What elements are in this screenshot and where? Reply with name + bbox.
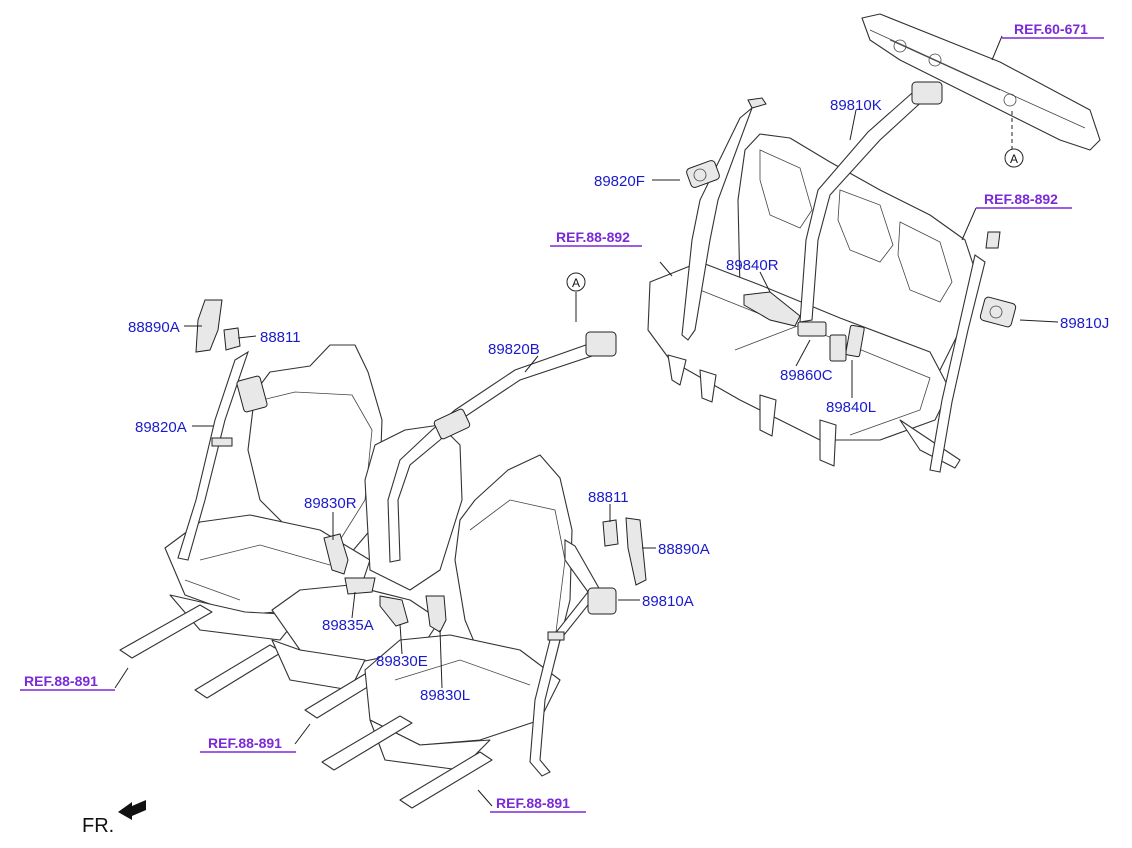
rear-bench-seat	[647, 13, 1101, 473]
label-89810K[interactable]: 89810K	[830, 97, 882, 114]
right-seat-rail-1	[321, 715, 413, 771]
svg-text:REF.60-671: REF.60-671	[1014, 21, 1088, 37]
label-88811-left[interactable]: 88811	[260, 329, 301, 346]
circle-marker-a-top: A	[566, 272, 586, 292]
leader-lines	[114, 35, 1059, 807]
anchor-88811-left	[223, 327, 241, 351]
svg-text:REF.88-891: REF.88-891	[208, 735, 282, 751]
label-89820B[interactable]: 89820B	[488, 341, 540, 358]
buckle-89830R	[323, 533, 349, 575]
label-89820A[interactable]: 89820A	[135, 419, 187, 436]
ref-60-671[interactable]: REF.60-671	[1002, 21, 1104, 39]
label-89830E[interactable]: 89830E	[376, 653, 428, 670]
retractor-89810J	[979, 296, 1017, 328]
height-adjuster-88890A-right	[625, 517, 647, 586]
buckle-89840L	[845, 324, 865, 358]
buckle-89860C	[797, 321, 847, 362]
svg-text:REF.88-891: REF.88-891	[496, 795, 570, 811]
ref-88-891-a[interactable]: REF.88-891	[20, 673, 115, 691]
label-88890A-left[interactable]: 88890A	[128, 319, 180, 336]
ref-88-891-c[interactable]: REF.88-891	[490, 795, 586, 813]
circle-marker-a-middle: A	[1004, 148, 1024, 168]
left-seat-rail-2	[194, 644, 283, 699]
height-adjuster-88890A-left	[195, 299, 223, 353]
retractor-89820F	[686, 160, 720, 188]
label-89810A[interactable]: 89810A	[642, 593, 694, 610]
roof-panel	[861, 13, 1101, 151]
label-89830R[interactable]: 89830R	[304, 495, 357, 512]
anchor-88811-right	[602, 519, 619, 547]
right-seat-rail-2	[399, 751, 493, 809]
rear-right-belt	[929, 254, 986, 473]
svg-text:A: A	[1010, 152, 1018, 166]
buckle-89835A	[344, 577, 376, 595]
label-89840R[interactable]: 89840R	[726, 257, 779, 274]
svg-text:REF.88-892: REF.88-892	[556, 229, 630, 245]
belt-89820A	[177, 350, 250, 561]
front-left-seat	[119, 299, 383, 699]
fr-label: FR.	[82, 815, 114, 837]
ref-88-892-left[interactable]: REF.88-892	[550, 229, 642, 247]
buckle-89830L	[425, 595, 447, 633]
label-89830L[interactable]: 89830L	[420, 687, 470, 704]
svg-text:REF.88-892: REF.88-892	[984, 191, 1058, 207]
buckle-89830E	[379, 595, 409, 627]
label-89835A[interactable]: 89835A	[322, 617, 374, 634]
front-direction-indicator: FR.	[82, 800, 146, 837]
ref-88-892-right[interactable]: REF.88-892	[976, 191, 1072, 209]
retractor-89810K	[911, 81, 943, 105]
svg-text:A: A	[572, 276, 580, 290]
right-seat-back	[454, 454, 573, 701]
rear-left-belt	[681, 106, 754, 341]
front-arrow-icon	[118, 800, 146, 820]
label-89840L[interactable]: 89840L	[826, 399, 876, 416]
svg-text:REF.88-891: REF.88-891	[24, 673, 98, 689]
front-right-seat	[321, 454, 647, 809]
label-88890A-right[interactable]: 88890A	[658, 541, 710, 558]
ref-88-891-b[interactable]: REF.88-891	[200, 735, 296, 753]
rear-center-belt	[799, 85, 929, 323]
label-88811-right[interactable]: 88811	[588, 489, 629, 506]
label-89810J[interactable]: 89810J	[1060, 315, 1109, 332]
label-89860C[interactable]: 89860C	[780, 367, 833, 384]
label-89820F[interactable]: 89820F	[594, 173, 645, 190]
left-seat-rail-1	[119, 604, 213, 659]
